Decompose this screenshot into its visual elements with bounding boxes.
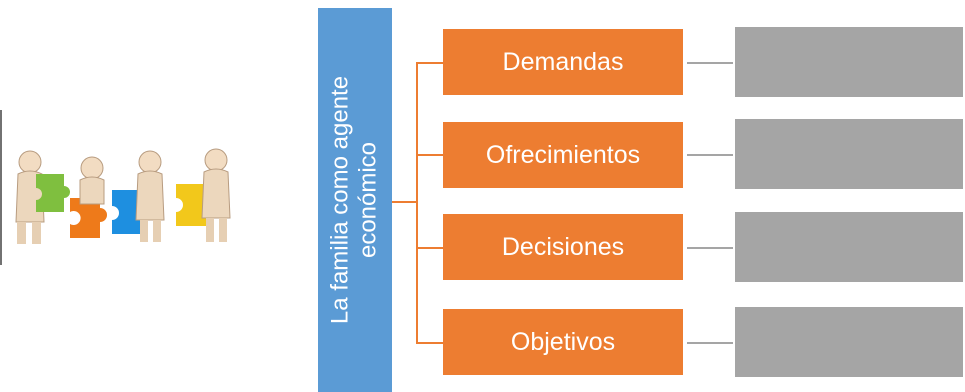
root-node: La familia como agente económico bbox=[318, 8, 392, 392]
connector-branch-2 bbox=[416, 154, 443, 156]
gray-connector-4 bbox=[687, 342, 733, 344]
connector-branch-1 bbox=[416, 62, 443, 64]
gray-connector-3 bbox=[687, 247, 733, 249]
node-demandas: Demandas bbox=[443, 29, 683, 95]
node-objetivos: Objetivos bbox=[443, 309, 683, 375]
placeholder-box-3 bbox=[735, 212, 963, 282]
node-decisiones: Decisiones bbox=[443, 214, 683, 280]
puzzle-people-icon bbox=[0, 110, 250, 265]
root-label: La familia como agente económico bbox=[327, 15, 384, 385]
connector-branch-4 bbox=[416, 342, 443, 344]
connector-branch-3 bbox=[416, 247, 443, 249]
connector-root bbox=[392, 201, 417, 203]
placeholder-box-1 bbox=[735, 27, 963, 97]
root-label-line1: La familia como agente bbox=[326, 75, 354, 325]
root-label-line2: económico bbox=[355, 141, 382, 259]
connector-spine bbox=[416, 62, 418, 343]
gray-connector-1 bbox=[687, 62, 733, 64]
gray-connector-2 bbox=[687, 154, 733, 156]
placeholder-box-4 bbox=[735, 307, 963, 377]
placeholder-box-2 bbox=[735, 119, 963, 189]
node-ofrecimientos: Ofrecimientos bbox=[443, 122, 683, 188]
